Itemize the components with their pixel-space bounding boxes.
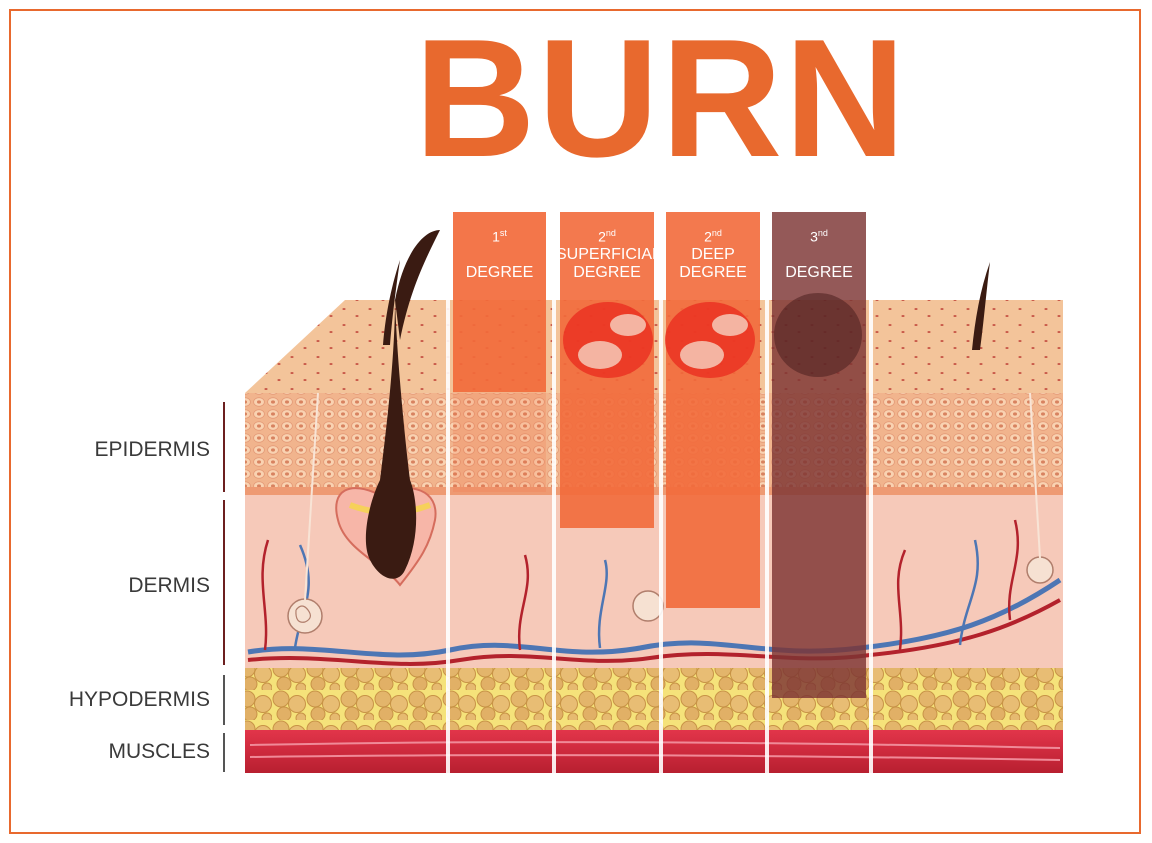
hypodermis-label: HYPODERMIS [20, 688, 210, 712]
dermis-label: DERMIS [20, 574, 210, 598]
degree-label-1: 1st DEGREE [453, 224, 546, 282]
muscle-layer [245, 730, 1063, 773]
sweat-gland [288, 599, 322, 633]
degree-label-2-deep: 2nd DEEP DEGREE [666, 224, 760, 282]
muscles-label: MUSCLES [20, 740, 210, 764]
epidermis-label: EPIDERMIS [20, 438, 210, 462]
degree-label-3: 3nd DEGREE [772, 224, 866, 282]
third-degree-column [772, 212, 866, 698]
hypodermis-layer [245, 668, 1063, 730]
degree-label-2-superficial: 2nd SUPERFICIAL DEGREE [556, 224, 658, 282]
